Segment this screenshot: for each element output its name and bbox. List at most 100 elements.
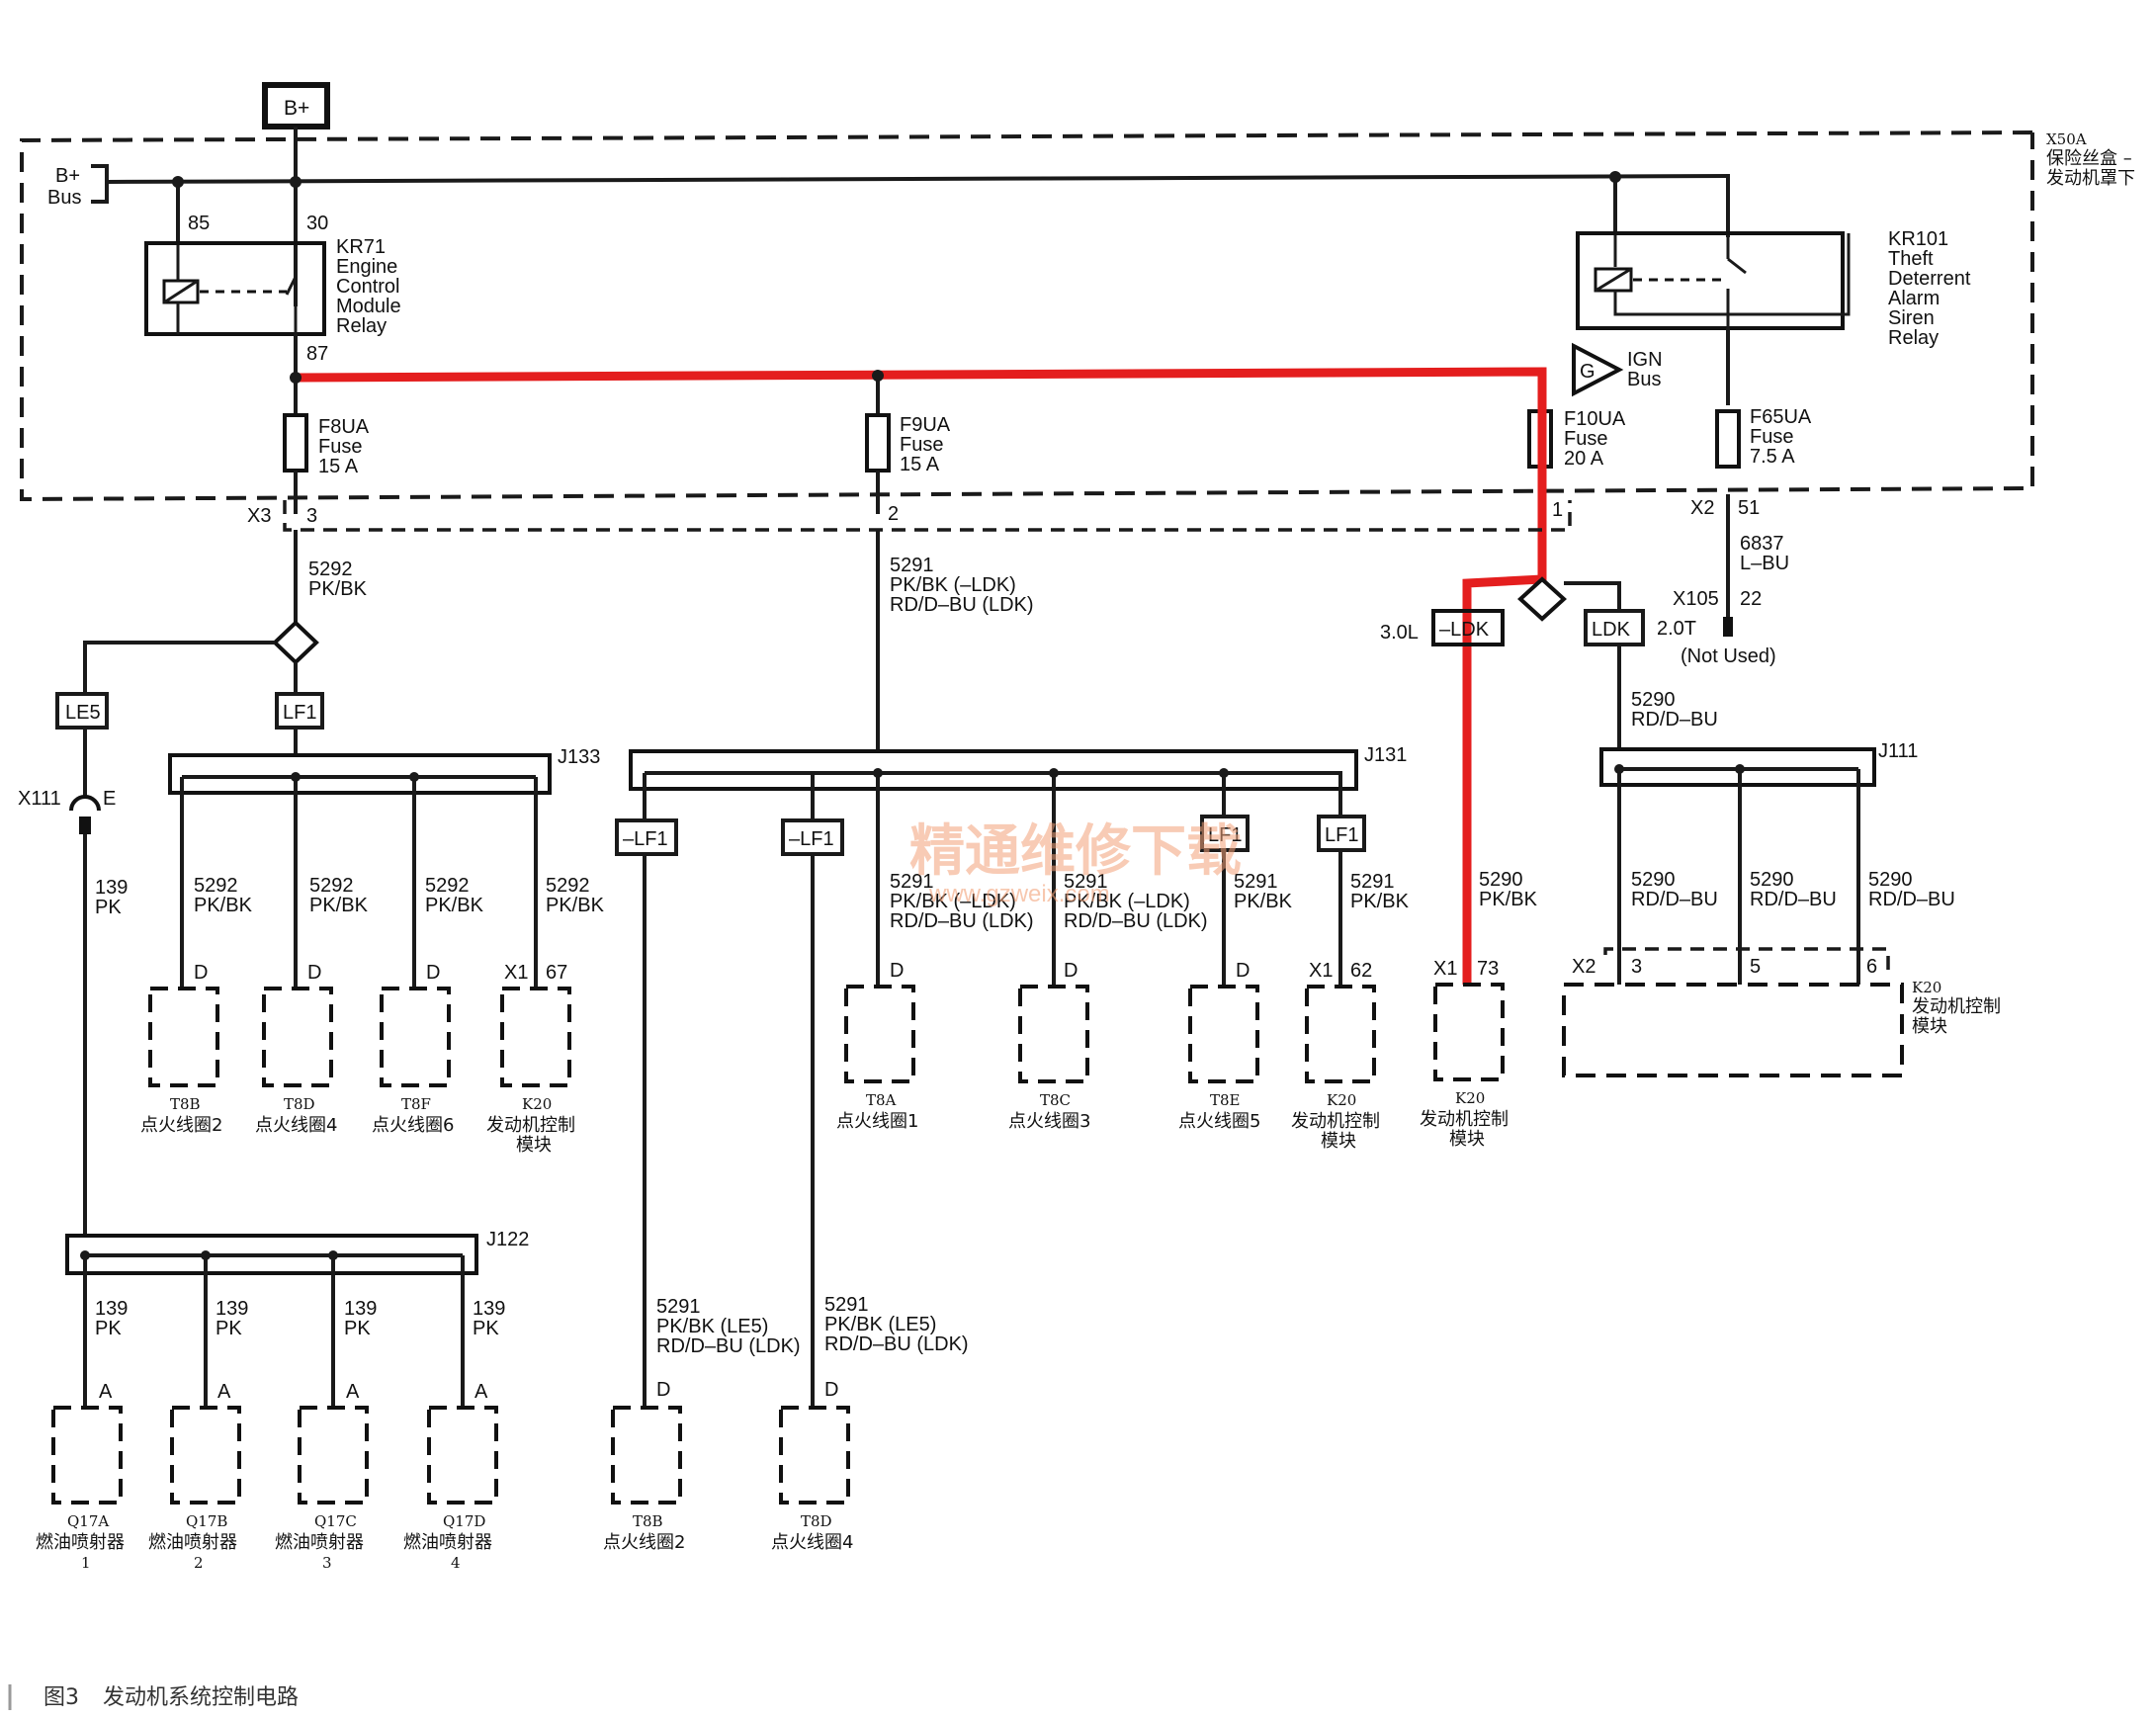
option-not-lf1-b-label: –LF1 [789,828,834,850]
q17b-num: 2 [194,1554,204,1572]
w6837-color: L–BU [1740,553,1789,574]
fuse-block-name-1: 保险丝盒 – [2046,148,2132,169]
w5291-c2-low2: RD/D–BU (LDK) [824,1333,969,1355]
comp-q17b-injector2 [170,1406,241,1505]
w5291-num-t8c: 5291 [1064,871,1108,893]
option-lf1-left-label: LF1 [283,702,316,724]
q17a-num: 1 [81,1554,91,1572]
t8a-pin-d: D [890,960,904,982]
not-used-label: (Not Used) [1681,645,1776,667]
w5290-rd-3: RD/D–BU [1868,889,1955,910]
q17d-id: Q17D [443,1512,485,1530]
kr71-relay [144,241,326,336]
t8b-name: 点火线圈2 [140,1115,222,1136]
t8c-name: 点火线圈3 [1008,1111,1090,1132]
kr71-pin30: 30 [306,213,328,234]
k20-mid-pin62: 62 [1350,960,1372,982]
w5291-color-k20: PK/BK [1350,891,1410,912]
k20-red-pin73: 73 [1477,958,1499,980]
engine-20t-label: 2.0T [1657,618,1696,640]
j111-label: J111 [1878,740,1918,762]
q17c-pin-a: A [346,1381,360,1403]
q17c-num: 3 [322,1554,332,1572]
comp-t8f-coil6 [380,987,451,1087]
engine-30l-label: 3.0L [1380,622,1419,644]
k20-mid-id: K20 [1327,1091,1356,1109]
w5290-pk-red: PK/BK [1479,889,1538,910]
w5291-c2-t8a: RD/D–BU (LDK) [890,910,1034,932]
f9ua-type: Fuse [900,434,943,456]
k20-red-id: K20 [1455,1089,1485,1107]
w5291-c1-t8c: PK/BK (–LDK) [1064,891,1190,912]
kr71-pin87: 87 [306,343,328,365]
w5291-le5-low2: PK/BK (LE5) [824,1314,936,1335]
kr71-line3: Module [336,296,401,317]
w5292-color-3: PK/BK [425,895,484,916]
q17c-id: Q17C [314,1512,357,1530]
option-lf1-d-label: LF1 [1325,824,1358,846]
w5291-num-main: 5291 [890,555,934,576]
w5292-num-4: 5292 [546,875,590,897]
j133-label: J133 [558,746,600,768]
t8f-pin-d: D [426,962,440,984]
x3-pin1: 1 [1552,499,1563,521]
q17a-id: Q17A [67,1512,109,1530]
t8b-low-id: T8B [633,1512,663,1530]
w6837-num: 6837 [1740,533,1784,555]
w5290-num-2: 5290 [1750,869,1794,891]
w5291-c2-main: RD/D–BU (LDK) [890,594,1034,616]
w5291-le5-low1: PK/BK (LE5) [656,1316,768,1337]
t8d-pin-d: D [307,962,321,984]
x3-pin3: 3 [306,505,317,527]
comp-t8b-low [611,1406,682,1505]
w139-num-1: 139 [95,1298,128,1320]
w139-color-1: PK [95,1318,122,1339]
t8b-low-pin-d: D [656,1379,670,1401]
k20-red-name2: 模块 [1449,1129,1485,1150]
kr101-line2: Deterrent [1888,268,1971,290]
comp-k20-red [1433,983,1505,1081]
w5291-c2-low1: RD/D–BU (LDK) [656,1335,801,1357]
caption-fig: 图3 [43,1685,79,1710]
kr101-relay [1576,231,1845,330]
w5291-color-t8e: PK/BK [1234,891,1293,912]
comp-t8d-low [779,1406,850,1505]
x111-label: X111 [18,788,61,810]
x3-connector [283,500,1572,532]
option-ldk [1584,609,1645,646]
comp-q17d-injector4 [427,1406,498,1505]
k20-right-connector-x2 [1603,947,1890,979]
k20-right-x2: X2 [1572,956,1595,978]
splice-j122 [65,1234,478,1275]
t8c-id: T8C [1040,1091,1071,1109]
w139-color-4: PK [473,1318,499,1339]
comp-q17c-injector3 [298,1406,369,1505]
ign-bus-g: G [1580,361,1595,383]
kr101-line1: Theft [1888,248,1934,270]
t8b-id: T8B [170,1095,201,1113]
t8b-low-name: 点火线圈2 [603,1532,685,1553]
w139-num-3: 139 [344,1298,377,1320]
kr101-line3: Alarm [1888,288,1940,309]
w5291-num-t8e: 5291 [1234,871,1278,893]
j131-drops [643,773,1342,1408]
f10ua-rating: 20 A [1564,448,1604,470]
option-le5 [55,692,109,730]
fuse-f9ua [865,413,891,473]
f10ua-type: Fuse [1564,428,1607,450]
f65ua-id: F65UA [1750,406,1812,428]
option-lf1-c-label: LF1 [1208,824,1242,846]
caption-text: 发动机系统控制电路 [103,1685,299,1710]
f65ua-type: Fuse [1750,426,1793,448]
w5292-num-1: 5292 [194,875,238,897]
option-ldk-label: LDK [1592,619,1631,641]
option-lf1-left [275,692,324,730]
fuse-f8ua [283,413,308,473]
kr71-line4: Relay [336,315,387,337]
q17c-name: 燃油喷射器 [275,1532,364,1553]
splice-j133 [168,753,552,795]
ign-bus-line2: Bus [1627,369,1661,390]
t8d-low-pin-d: D [824,1379,838,1401]
b-plus-label: B+ [284,97,309,120]
